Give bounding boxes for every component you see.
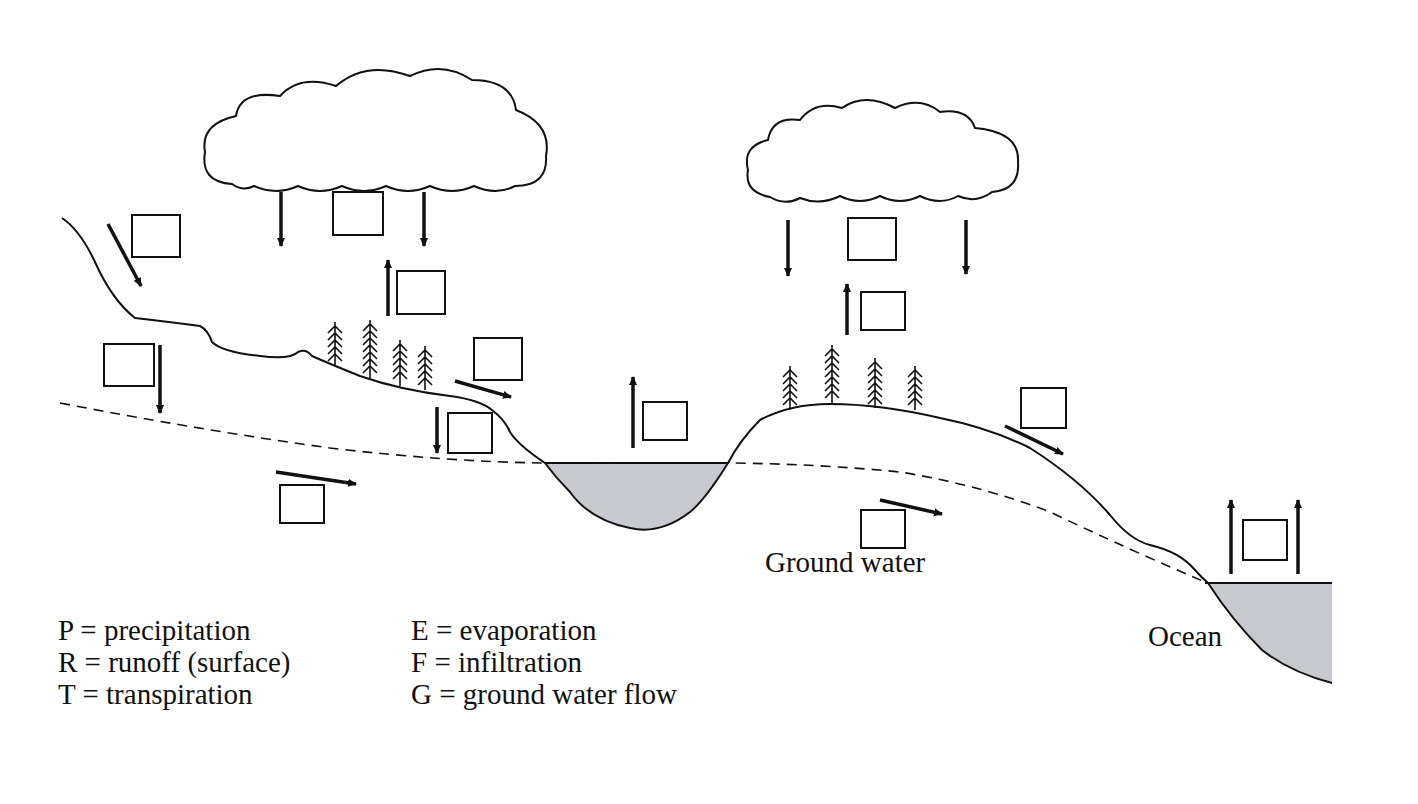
ocean [1208, 583, 1332, 683]
legend-entry: T = transpiration [58, 677, 253, 712]
lake [545, 463, 728, 530]
tree-symbol [328, 322, 342, 366]
answer-boxes [104, 192, 1287, 560]
tree-symbol [783, 366, 797, 410]
legend-entry: E = evaporation [411, 613, 596, 648]
flow-arrows [108, 192, 1298, 574]
tree-symbol [868, 358, 882, 408]
ocean-shore [1208, 583, 1332, 683]
legend-entry: F = infiltration [411, 645, 582, 680]
tree-symbol [393, 340, 407, 386]
region-label: Ground water [765, 545, 925, 580]
legend-entry: R = runoff (surface) [58, 645, 290, 680]
tree-symbol [418, 346, 432, 390]
ground-surface [62, 218, 1208, 583]
tree-symbols [328, 320, 922, 410]
cloud [747, 100, 1018, 202]
region-label: Ocean [1148, 619, 1222, 654]
tree-symbol [908, 366, 922, 410]
tree-symbol [363, 320, 377, 378]
cloud [204, 69, 547, 191]
ocean-surface [1205, 582, 1332, 584]
tree-symbol [825, 345, 839, 405]
legend-entry: G = ground water flow [411, 677, 677, 712]
legend-entry: P = precipitation [58, 613, 250, 648]
